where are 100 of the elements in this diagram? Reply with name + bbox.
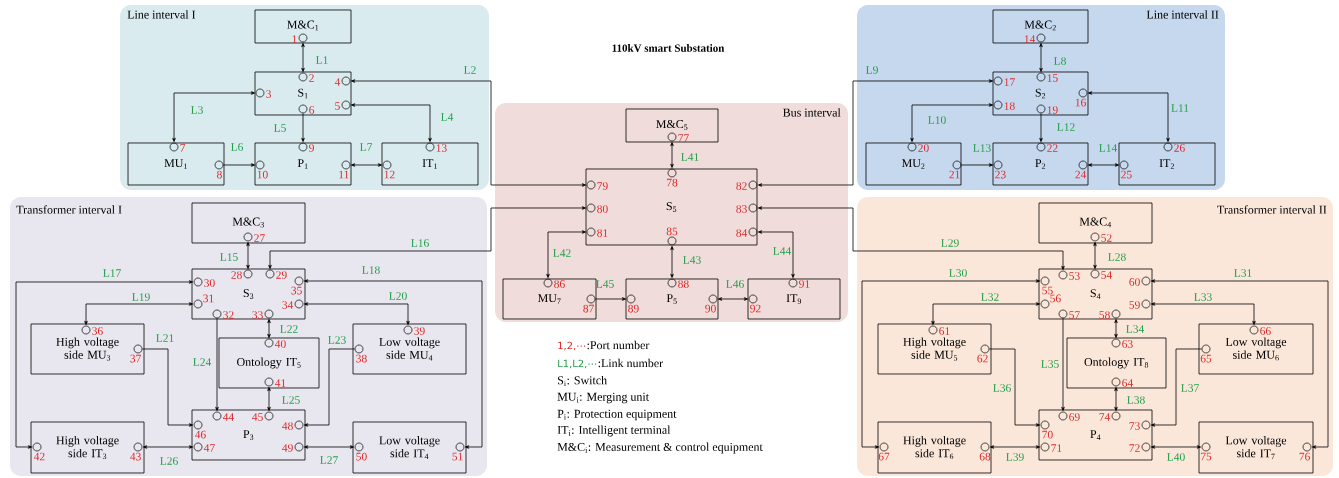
port-number: 34 xyxy=(282,301,294,309)
port-number: 12 xyxy=(384,170,395,179)
link-arrow xyxy=(301,112,305,142)
link-arrow xyxy=(1151,279,1329,449)
edge-label: L9 xyxy=(865,66,878,74)
port-number: 21 xyxy=(949,170,960,179)
edge-label: L38 xyxy=(1127,396,1145,404)
link-arrow xyxy=(1061,317,1065,411)
edge-label: L36 xyxy=(993,384,1011,392)
link-arrow xyxy=(351,79,586,187)
port-number: 85 xyxy=(666,227,678,236)
edge-label: L4 xyxy=(441,113,454,121)
port-number: 77 xyxy=(678,134,689,142)
port-number: 58 xyxy=(1099,311,1110,319)
link-arrow xyxy=(267,387,271,411)
edge-label: L29 xyxy=(941,239,959,247)
edge-label: L30 xyxy=(949,269,967,277)
link-arrow xyxy=(910,103,993,142)
port-number: 1 xyxy=(292,35,297,43)
edge-label: L27 xyxy=(320,456,338,464)
link-arrow xyxy=(141,348,193,427)
port-number: 62 xyxy=(977,354,988,363)
legend-text: MU$_{i}$: Merging unit xyxy=(557,392,649,404)
port-number: 75 xyxy=(1201,452,1212,461)
edge-label: L28 xyxy=(1108,253,1126,261)
link-arrow xyxy=(1088,163,1119,167)
edge-label: L2 xyxy=(464,66,476,74)
edge-label: L31 xyxy=(1234,269,1252,277)
edge-label: L8 xyxy=(1053,57,1066,65)
port-number: 16 xyxy=(1075,98,1086,107)
port-number: 57 xyxy=(1069,311,1080,319)
port-number: 66 xyxy=(1260,327,1271,335)
port-number: 91 xyxy=(799,280,810,288)
port-number: 31 xyxy=(203,294,214,303)
edge-label: L3 xyxy=(191,106,203,114)
link-arrow xyxy=(1151,302,1256,325)
edge-label: L25 xyxy=(282,396,300,404)
link-arrow xyxy=(546,230,586,278)
port-number: 68 xyxy=(979,452,991,461)
legend-key: L1,L2,⋯ xyxy=(558,359,597,369)
edge-label: L14 xyxy=(1099,144,1118,152)
link-arrow xyxy=(15,280,193,449)
link-arrow xyxy=(758,206,1065,270)
edge-label: L11 xyxy=(1171,104,1189,112)
edge-label: L39 xyxy=(1006,453,1024,461)
link-arrow xyxy=(758,79,993,187)
link-arrow xyxy=(215,317,219,411)
edge-label: L45 xyxy=(596,280,614,288)
port-number: 3 xyxy=(266,90,271,98)
port-number: 87 xyxy=(583,304,594,313)
port-number: 33 xyxy=(252,311,263,319)
link-arrow xyxy=(246,242,250,269)
edge-label: L22 xyxy=(280,325,298,333)
edge-label: L19 xyxy=(132,293,150,301)
port-number: 42 xyxy=(33,452,45,461)
port-number: 70 xyxy=(1042,430,1053,439)
legend-text: IT$_{i}$: Intelligent terminal xyxy=(557,425,671,437)
link-arrow xyxy=(718,297,748,301)
port-number: 61 xyxy=(939,327,950,335)
port-number: 41 xyxy=(274,379,286,387)
port-number: 22 xyxy=(1047,144,1058,152)
link-arrow xyxy=(172,91,255,142)
port-number: 72 xyxy=(1129,444,1140,452)
port-number: 14 xyxy=(1024,35,1036,43)
port-number: 67 xyxy=(878,452,890,461)
link-arrow xyxy=(988,348,1040,427)
edge-label: L26 xyxy=(160,457,178,465)
edge-label: L21 xyxy=(156,334,174,342)
port-number: 11 xyxy=(339,170,349,179)
link-arrow xyxy=(960,163,993,167)
port-number: 78 xyxy=(667,178,678,187)
port-number: 43 xyxy=(130,452,141,461)
port-number: 90 xyxy=(705,304,716,313)
link-arrow xyxy=(670,142,674,168)
edge-label: L23 xyxy=(328,336,346,344)
port-number: 17 xyxy=(1004,78,1015,86)
edge-label: L46 xyxy=(726,280,744,288)
edge-label: L1 xyxy=(316,56,328,64)
link-arrow xyxy=(351,163,382,167)
link-arrow xyxy=(1093,242,1097,269)
link-arrow xyxy=(1088,91,1170,142)
edge-label: L44 xyxy=(773,247,792,255)
legend-text: P$_{i}$: Protection equipment xyxy=(557,409,677,421)
link-arrow xyxy=(84,302,193,325)
port-number: 10 xyxy=(257,170,268,179)
link-arrow xyxy=(304,279,483,449)
port-number: 47 xyxy=(203,444,215,452)
link-arrow xyxy=(267,319,271,338)
link-arrow xyxy=(304,348,356,427)
link-arrow xyxy=(143,445,193,449)
edge-label: L10 xyxy=(928,116,946,124)
edge-label: L17 xyxy=(103,269,121,277)
port-number: 15 xyxy=(1047,74,1058,82)
link-arrow xyxy=(1151,348,1203,427)
link-arrow xyxy=(861,279,1040,449)
port-number: 2 xyxy=(309,74,314,82)
port-number: 18 xyxy=(1004,102,1015,110)
title: 110kV smart Substation xyxy=(612,44,725,52)
port-number: 69 xyxy=(1069,413,1080,421)
port-number: 26 xyxy=(1174,144,1185,152)
